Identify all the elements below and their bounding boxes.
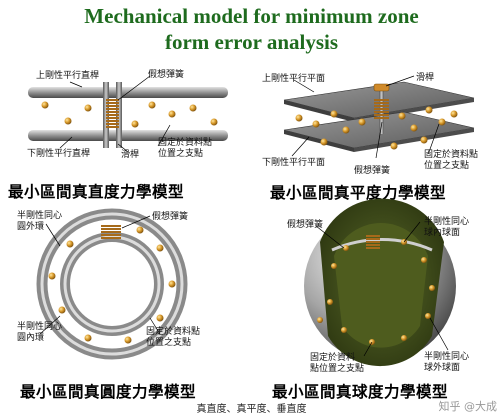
label-slider: 滑桿	[121, 150, 140, 160]
label-outer-sphere: 半剛性同心 球外球面	[424, 352, 470, 373]
lower-rod	[28, 130, 228, 141]
label-support-points: 固定於資料點 位置之支點	[146, 327, 201, 348]
watermark: 知乎 @大成	[438, 400, 498, 413]
title-line-1: Mechanical model for minimum zone	[84, 4, 419, 28]
label-upper-rod: 上剛性平行直桿	[36, 71, 100, 81]
caption-flatness: 最小區間真平度力學模型	[270, 183, 447, 202]
support-points	[48, 226, 176, 344]
spring	[374, 99, 389, 119]
label-support-points: 固定於資料點 位置之支點	[424, 150, 479, 171]
support-points	[295, 106, 458, 150]
sphericity-model-diagram	[304, 198, 456, 367]
straightness-model-diagram	[28, 75, 228, 153]
flatness-model-diagram	[283, 75, 475, 159]
label-lower-plane: 下剛性平行平面	[262, 158, 326, 168]
label-inner-ring: 半剛性同心 圓內環	[17, 322, 63, 343]
label-spring: 假想彈簧	[354, 166, 391, 176]
caption-roundness: 最小區間真圓度力學模型	[20, 382, 197, 401]
label-support-points: 固定於資料 點位置之支點	[310, 353, 365, 374]
label-spring: 假想彈簧	[152, 212, 189, 222]
footer-text: 真直度、真平度、垂直度	[196, 404, 307, 415]
label-inner-sphere: 半剛性同心 球內球面	[424, 217, 470, 238]
label-support-points: 固定於資料點 位置之支點	[158, 138, 213, 159]
support-points	[41, 101, 218, 128]
roundness-model-diagram	[36, 208, 188, 360]
label-slider: 滑桿	[416, 73, 435, 83]
title-line-2: form error analysis	[164, 30, 339, 54]
label-spring: 假想彈簧	[148, 70, 185, 80]
spring	[101, 225, 121, 239]
caption-sphericity: 最小區間真球度力學模型	[272, 382, 449, 401]
label-upper-plane: 上剛性平行平面	[262, 74, 326, 84]
caption-straightness: 最小區間真直度力學模型	[8, 182, 185, 201]
label-lower-rod: 下剛性平行直桿	[27, 149, 91, 159]
label-outer-ring: 半剛性同心 圓外環	[17, 211, 63, 232]
spring	[106, 99, 119, 128]
spring	[366, 235, 380, 249]
label-spring: 假想彈簧	[287, 220, 324, 230]
